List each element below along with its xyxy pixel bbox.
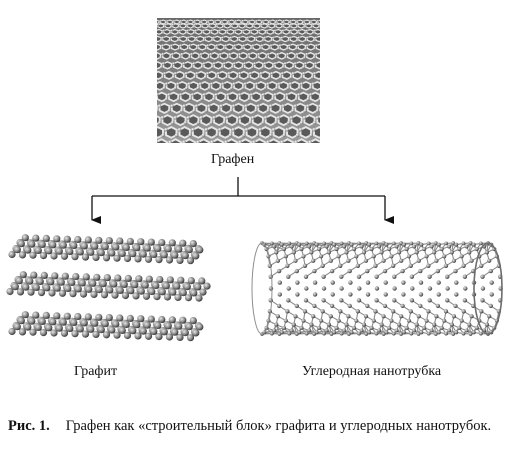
graphite-label: Графит	[74, 364, 118, 379]
figure-caption: Рис. 1. Графен как «строительный блок» гр…	[8, 417, 508, 436]
graphite-image	[6, 234, 211, 342]
graphene-image	[157, 18, 320, 143]
nanotube-label: Углеродная нанотрубка	[302, 364, 442, 379]
graphene-label: Графен	[211, 152, 255, 167]
figure-number: Рис. 1.	[8, 418, 50, 434]
figure-caption-text: Графен как «строительный блок» графита и…	[65, 418, 492, 434]
branch-connector	[91, 177, 394, 224]
nanotube-image	[251, 241, 503, 336]
